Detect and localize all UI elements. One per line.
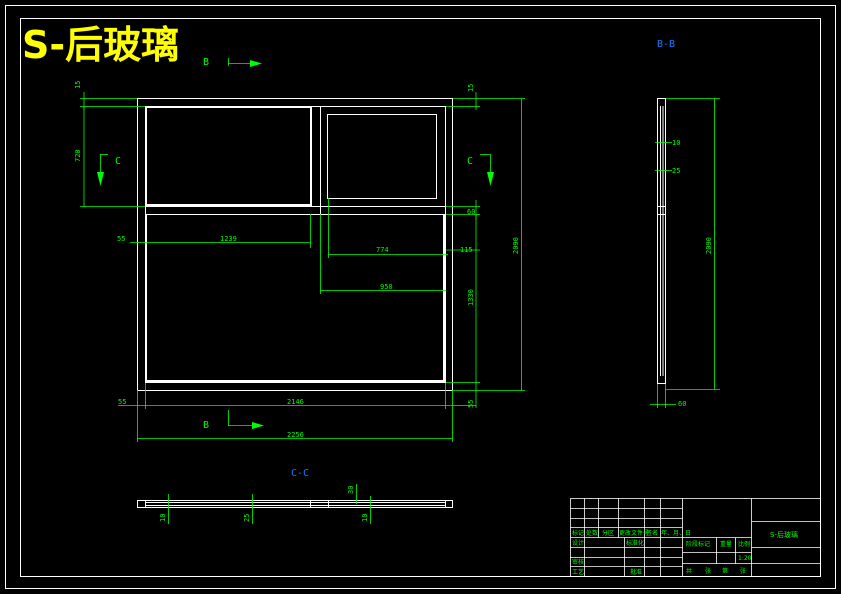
- outer-frame: [137, 98, 453, 391]
- dim-1330: 1330: [467, 289, 475, 306]
- cc-dim-25: 25: [243, 514, 251, 522]
- upper-right-window-outer: [320, 106, 446, 207]
- tb-scale: 1:20: [738, 555, 752, 562]
- dim-1239: 1239: [220, 235, 237, 243]
- cc-dim-10-left: 10: [159, 514, 167, 522]
- dim-115: 115: [460, 246, 473, 254]
- upper-right-window-inner: [327, 114, 437, 199]
- tb-sign: 签名: [646, 529, 658, 537]
- tb-total: 共: [686, 567, 692, 575]
- dim-60: 60: [467, 208, 475, 216]
- section-arrows: [97, 60, 494, 429]
- section-label-bb: B-B: [657, 39, 675, 50]
- tb-ratio: 比例: [738, 540, 750, 548]
- tb-count: 处数: [586, 529, 598, 537]
- dim-720: 720: [74, 149, 82, 162]
- dim-55-left: 55: [117, 235, 125, 243]
- bb-dim-25: 25: [672, 167, 680, 175]
- title-block: [570, 498, 821, 577]
- dim-2090: 2090: [512, 237, 520, 254]
- tb-sheet: 张: [740, 567, 746, 575]
- dim-55-bottom-right: 55: [467, 400, 475, 408]
- tb-design: 设计: [572, 539, 584, 547]
- tb-stage: 阶段标记: [686, 540, 710, 548]
- outer-border: [5, 5, 836, 589]
- marker-b-bottom: B: [203, 420, 209, 431]
- dim-55-bottom: 55: [118, 398, 126, 406]
- tb-zone: 分区: [602, 529, 614, 537]
- front-dimension-lines: [80, 58, 525, 442]
- section-label-cc: C-C: [291, 468, 309, 479]
- upper-left-window: [145, 106, 312, 206]
- dim-2256: 2256: [287, 431, 304, 439]
- tb-review: 审核: [572, 558, 584, 566]
- cc-dim-30: 30: [347, 486, 355, 494]
- inner-frame: [145, 106, 446, 383]
- section-view-cc: [137, 500, 453, 508]
- bb-dim-60: 60: [678, 400, 686, 408]
- tb-standard: 标准化: [626, 539, 644, 547]
- tb-sheets: 张: [705, 567, 711, 575]
- side-view-bb: [657, 98, 666, 384]
- tb-mark: 标记: [572, 529, 584, 537]
- front-view: [137, 98, 453, 391]
- inner-border: [20, 18, 821, 577]
- tb-approve: 批准: [630, 568, 642, 576]
- side-view-bb-dims: [650, 98, 720, 408]
- bb-dim-10: 10: [672, 139, 680, 147]
- tb-change-doc: 更改文件号: [619, 529, 649, 537]
- marker-c-left: C: [115, 156, 121, 167]
- dim-15-top-right: 15: [467, 84, 475, 92]
- dim-2146: 2146: [287, 398, 304, 406]
- cc-dim-10-right: 10: [361, 514, 369, 522]
- tb-no: 第: [722, 567, 728, 575]
- drawing-title: S-后玻璃: [22, 23, 179, 67]
- section-view-cc-dims: [168, 484, 371, 524]
- marker-b-top: B: [203, 57, 209, 68]
- dim-774: 774: [376, 246, 389, 254]
- tb-process: 工艺: [572, 568, 584, 576]
- marker-c-right: C: [467, 156, 473, 167]
- bb-dim-2090: 2090: [705, 237, 713, 254]
- part-name: S-后玻璃: [770, 530, 798, 539]
- tb-weight: 重量: [720, 540, 732, 548]
- dim-15-top-left: 15: [74, 81, 82, 89]
- dim-950: 950: [380, 283, 393, 291]
- tb-date: 年、月、日: [661, 529, 691, 537]
